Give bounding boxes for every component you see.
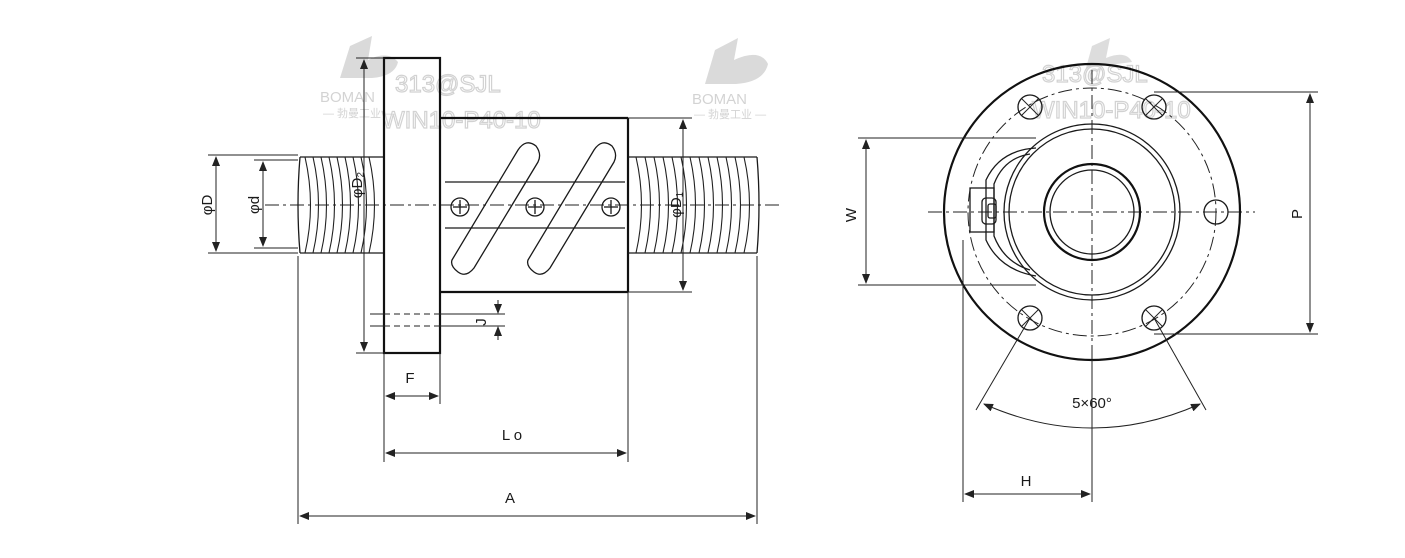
nut-body-outline	[1003, 123, 1181, 301]
flange	[382, 56, 442, 355]
watermark-logo-right	[1086, 38, 1132, 68]
bolt-circle	[967, 87, 1217, 337]
label-phi-D1: φD₁	[668, 192, 685, 218]
overlay-code-line2: WIN10-P40-10	[1032, 97, 1191, 124]
return-tube	[526, 142, 617, 275]
bolt-hole	[1017, 94, 1043, 120]
return-tube-projection	[985, 147, 1037, 277]
screw-outer	[1042, 162, 1142, 262]
front-view: W P 5×60° H	[843, 62, 1318, 502]
return-tube	[450, 142, 541, 275]
bolt-hole	[1141, 94, 1167, 120]
overlay-code-left: 313@SJL WIN10-P40-10	[381, 70, 541, 134]
label-A: A	[505, 490, 515, 507]
label-J: J	[473, 318, 490, 326]
retaining-screw	[525, 197, 545, 217]
label-Lo: L o	[502, 427, 522, 444]
label-phi-D2: φD₂	[349, 172, 366, 199]
label-phi-d: φd	[246, 196, 263, 214]
watermark-logo-center: BOMAN — 勃曼工业 —	[692, 38, 768, 121]
bolt-hole	[1203, 199, 1229, 225]
overlay-code-line2: WIN10-P40-10	[382, 107, 541, 134]
label-H: H	[1021, 473, 1032, 490]
screw-shaft-right	[628, 156, 760, 254]
overlay-code-line1: 313@SJL	[395, 71, 501, 98]
label-W: W	[843, 207, 860, 222]
watermark-brand: BOMAN	[692, 91, 747, 108]
watermark-sub: — 勃曼工业 —	[323, 107, 395, 120]
retaining-screw	[450, 197, 470, 217]
label-phi-D: φD	[199, 195, 216, 216]
retaining-screw	[601, 197, 621, 217]
side-view: φD φd φD₂ φD₁ J F L o	[199, 56, 780, 524]
tube-clamp	[969, 187, 995, 233]
nut-body	[440, 116, 630, 294]
label-P: P	[1289, 209, 1306, 219]
screw-root	[1049, 169, 1135, 255]
watermark-brand: BOMAN	[320, 89, 375, 106]
watermark-sub: — 勃曼工业 —	[694, 108, 766, 121]
label-F: F	[405, 370, 414, 387]
